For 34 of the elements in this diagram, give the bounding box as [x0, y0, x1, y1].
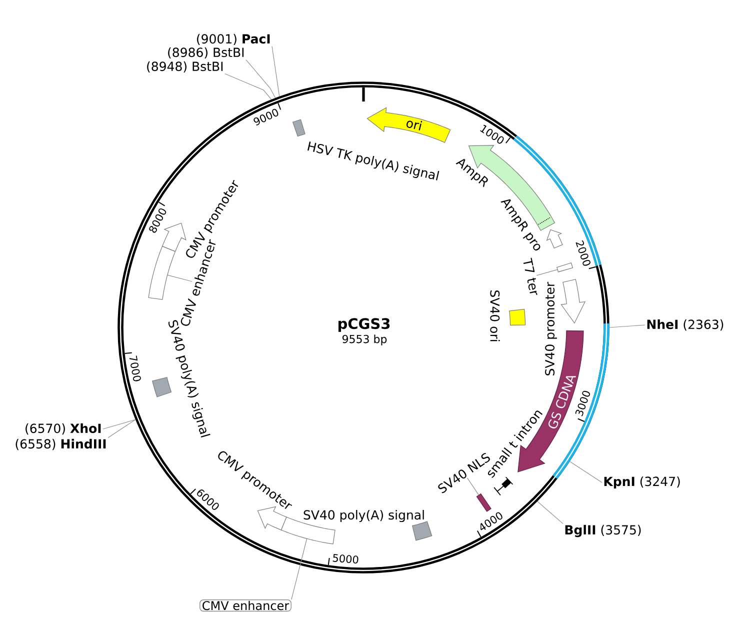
- leader-line: [291, 538, 308, 600]
- leader-line: [102, 419, 136, 430]
- feature-box: [148, 246, 176, 300]
- tick-label: 5000: [332, 554, 358, 564]
- leader-line: [609, 324, 646, 328]
- leader-line: [536, 269, 558, 276]
- site-label: (8948) BstBI: [147, 61, 223, 73]
- tick-label: 2000: [576, 240, 590, 266]
- feature-label: T7 ter: [523, 258, 538, 295]
- feature-label: SV40 poly(A) signal: [304, 510, 424, 522]
- plasmid-size: 9553 bp: [342, 334, 387, 346]
- label-box: CMV enhancer: [200, 600, 292, 612]
- tick-label: 8000: [149, 208, 166, 233]
- leader-line: [467, 478, 480, 496]
- site-label: BglII (3575): [565, 524, 641, 538]
- leader-line: [570, 461, 602, 483]
- plasmid-name: pCGS3: [338, 318, 390, 332]
- leader-line: [246, 59, 276, 98]
- tick-label: 7000: [129, 356, 141, 382]
- feature-label: HSV TK poly(A) signal: [307, 142, 440, 180]
- site-label: NheI (2363): [647, 319, 724, 331]
- site-label: KpnI (3247): [604, 476, 680, 489]
- tick-label: 9000: [254, 108, 278, 126]
- leader-line: [537, 501, 564, 524]
- leader-line: [108, 419, 136, 438]
- site-label: (8986) BstBI: [168, 47, 244, 59]
- leader-line: [224, 73, 272, 100]
- site-label: (6570) XhoI: [26, 423, 101, 435]
- site-label: (6558) HindIII: [16, 438, 106, 450]
- feature-box: [556, 262, 574, 272]
- leader-line: [272, 46, 280, 97]
- feature-label: SV40 ori: [490, 290, 500, 342]
- site-label: (9001) PacI: [197, 34, 270, 46]
- leader-line: [167, 274, 192, 282]
